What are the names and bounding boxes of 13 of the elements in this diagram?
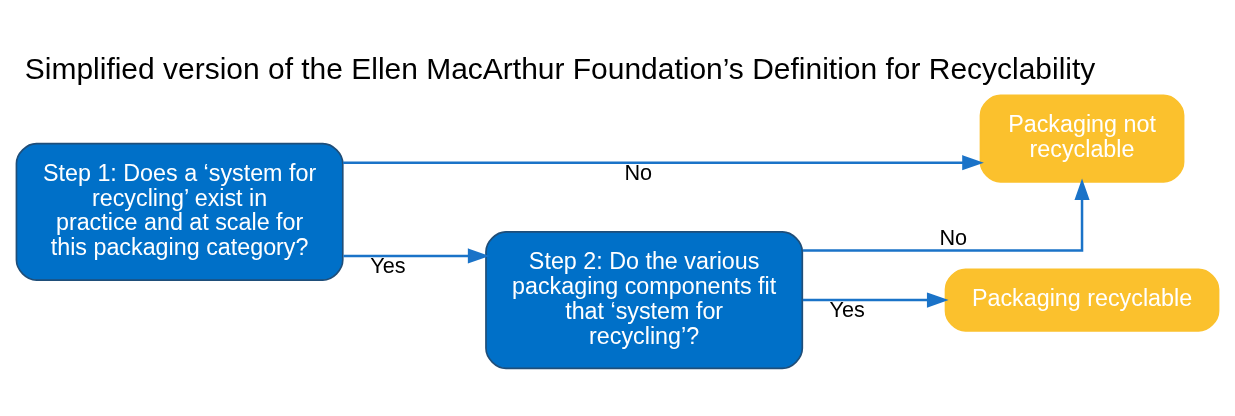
arrow: [802, 292, 949, 308]
edge-label: No: [939, 224, 968, 250]
arrow: [343, 247, 490, 264]
node-box: Step 1: Does a ‘system for recycling’ exist in practice and at scale for this packaging category?: [15, 142, 344, 281]
edge-label: Yes: [370, 252, 406, 278]
node-box: Packaging not recyclable: [979, 93, 1185, 183]
diagram-title: Simplified version of the Ellen MacArthur Foundation’s Definition for Recyclability: [24, 51, 1096, 85]
arrow: [802, 177, 1090, 252]
edge-label: Yes: [829, 296, 865, 322]
node-box: Packaging recyclable: [944, 267, 1220, 332]
arrow: [343, 154, 984, 170]
node-box: Step 2: Do the various packaging components fit that ‘system for recycling’?: [485, 230, 804, 369]
edge-label: No: [624, 159, 653, 185]
